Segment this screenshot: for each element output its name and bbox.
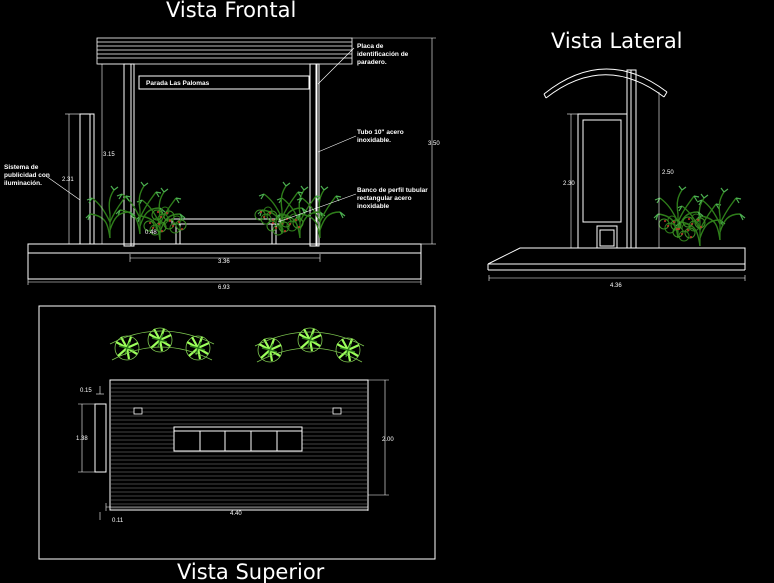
side-view-title: Vista Lateral: [551, 29, 683, 53]
side-ad-panel: [577, 113, 628, 249]
top-roof: [109, 379, 369, 511]
top-bench: [173, 426, 303, 452]
front-roof: [96, 37, 353, 65]
dim-base-width: 6.93: [218, 285, 230, 291]
top-ad-panel: [94, 403, 107, 473]
front-base: [27, 243, 422, 280]
top-fixture-right: [332, 407, 342, 415]
top-view-frame: [38, 305, 436, 560]
svg-text:inoxidable.: inoxidable.: [357, 137, 391, 144]
label-tube: Tubo 10" acero inoxidable.: [357, 129, 404, 144]
side-dim-panel-height: 2.30: [563, 181, 575, 187]
svg-text:Sistema de: Sistema de: [4, 164, 39, 171]
side-roof: [543, 68, 668, 99]
top-planters-right: [254, 326, 365, 364]
svg-text:paradero.: paradero.: [357, 59, 387, 66]
top-dim-offset: 0.15: [80, 388, 92, 394]
side-base: [487, 247, 746, 271]
svg-text:inoxidable: inoxidable: [357, 203, 390, 210]
label-bench: Banco de perfil tubular rectangular acer…: [357, 187, 428, 210]
dim-total-height: 3.50: [428, 141, 440, 147]
side-dimensions: [488, 92, 746, 281]
top-dimensions: [78, 379, 389, 520]
svg-text:Banco de perfil tubular: Banco de perfil tubular: [357, 187, 428, 194]
side-post: [626, 69, 637, 249]
side-view: Vista Lateral: [487, 29, 746, 289]
top-planters-left: [109, 326, 215, 362]
svg-text:rectangular acero: rectangular acero: [357, 195, 412, 202]
top-dim-panel: 1.38: [76, 436, 88, 442]
svg-text:Placa de: Placa de: [357, 43, 384, 50]
top-dim-edge: 0.11: [112, 518, 124, 524]
label-ad: Sistema de publicidad con iluminación.: [4, 164, 50, 187]
front-leaders: [45, 47, 357, 223]
front-view-title: Vista Frontal: [166, 0, 296, 22]
dim-ad-height: 2.31: [62, 177, 74, 183]
side-dim-post-height: 2.50: [662, 170, 674, 176]
ad-panel: [79, 113, 95, 245]
dim-bench-height: 0.48: [145, 230, 157, 236]
sign-plate-text: Parada Las Palomas: [146, 80, 210, 87]
sign-plate: [138, 75, 310, 90]
label-plate: Placa de identificación de paradero.: [357, 43, 409, 66]
front-view: Vista Frontal Parada Las Palomas: [4, 0, 440, 291]
top-fixture-left: [133, 407, 143, 415]
top-view-title: Vista Superior: [177, 560, 325, 583]
svg-text:iluminación.: iluminación.: [4, 180, 42, 187]
front-posts: [123, 63, 320, 247]
svg-text:Tubo 10" acero: Tubo 10" acero: [357, 129, 404, 136]
side-plants: [653, 185, 746, 247]
dim-inner-height: 3.15: [103, 152, 115, 158]
front-bench: [171, 218, 281, 244]
front-plants: [85, 181, 346, 241]
svg-text:identificación de: identificación de: [357, 51, 409, 58]
top-view: 0.15 1.38 2.00 4.40 0.11 Vista Superior: [38, 305, 436, 583]
top-roof-hatch: [111, 383, 367, 509]
svg-text:publicidad con: publicidad con: [4, 172, 50, 179]
top-dim-depth: 2.00: [382, 437, 394, 443]
side-dim-base-width: 4.36: [610, 283, 622, 289]
top-dim-width: 4.40: [230, 511, 242, 517]
dim-bench-width: 3.36: [218, 259, 230, 265]
front-dimensions: [27, 37, 436, 285]
